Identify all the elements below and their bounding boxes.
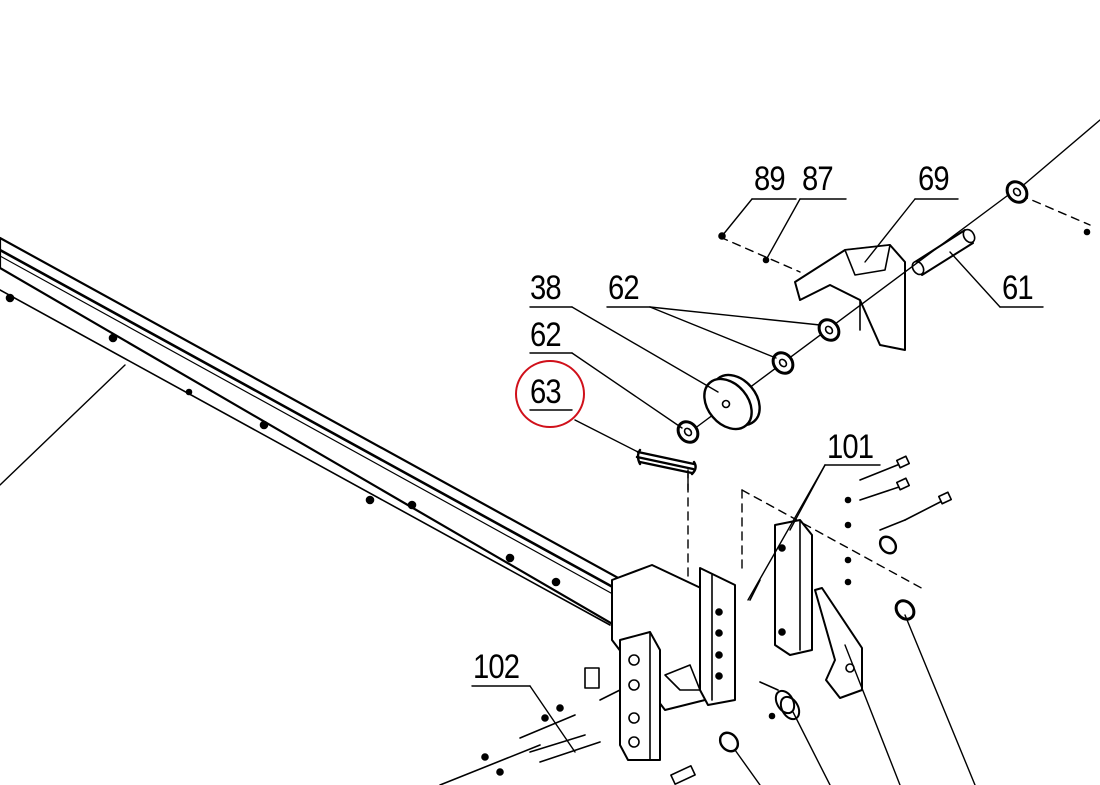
long-rail: [0, 236, 642, 642]
pin: [911, 228, 976, 276]
pulley-wheel: [703, 373, 761, 431]
part-label-61: 61: [1002, 269, 1034, 307]
part-label-101: 101: [827, 428, 874, 466]
part-label-89: 89: [754, 160, 786, 198]
part-label-69: 69: [918, 160, 950, 198]
fasteners: [439, 228, 1091, 785]
highlight-circle: [515, 360, 585, 428]
part-label-62-upper: 62: [608, 269, 640, 307]
part-label-38: 38: [530, 269, 562, 307]
lever: [814, 587, 863, 699]
part-label-102: 102: [473, 648, 520, 686]
part-label-87: 87: [802, 160, 834, 198]
spring: [635, 448, 697, 491]
washers: [676, 180, 1029, 621]
guard-bracket: [794, 244, 906, 351]
vertical-plate: [774, 519, 813, 656]
part-label-62-lower: 62: [530, 316, 562, 354]
end-bracket: [611, 564, 736, 761]
leader-lines: [471, 198, 1044, 785]
